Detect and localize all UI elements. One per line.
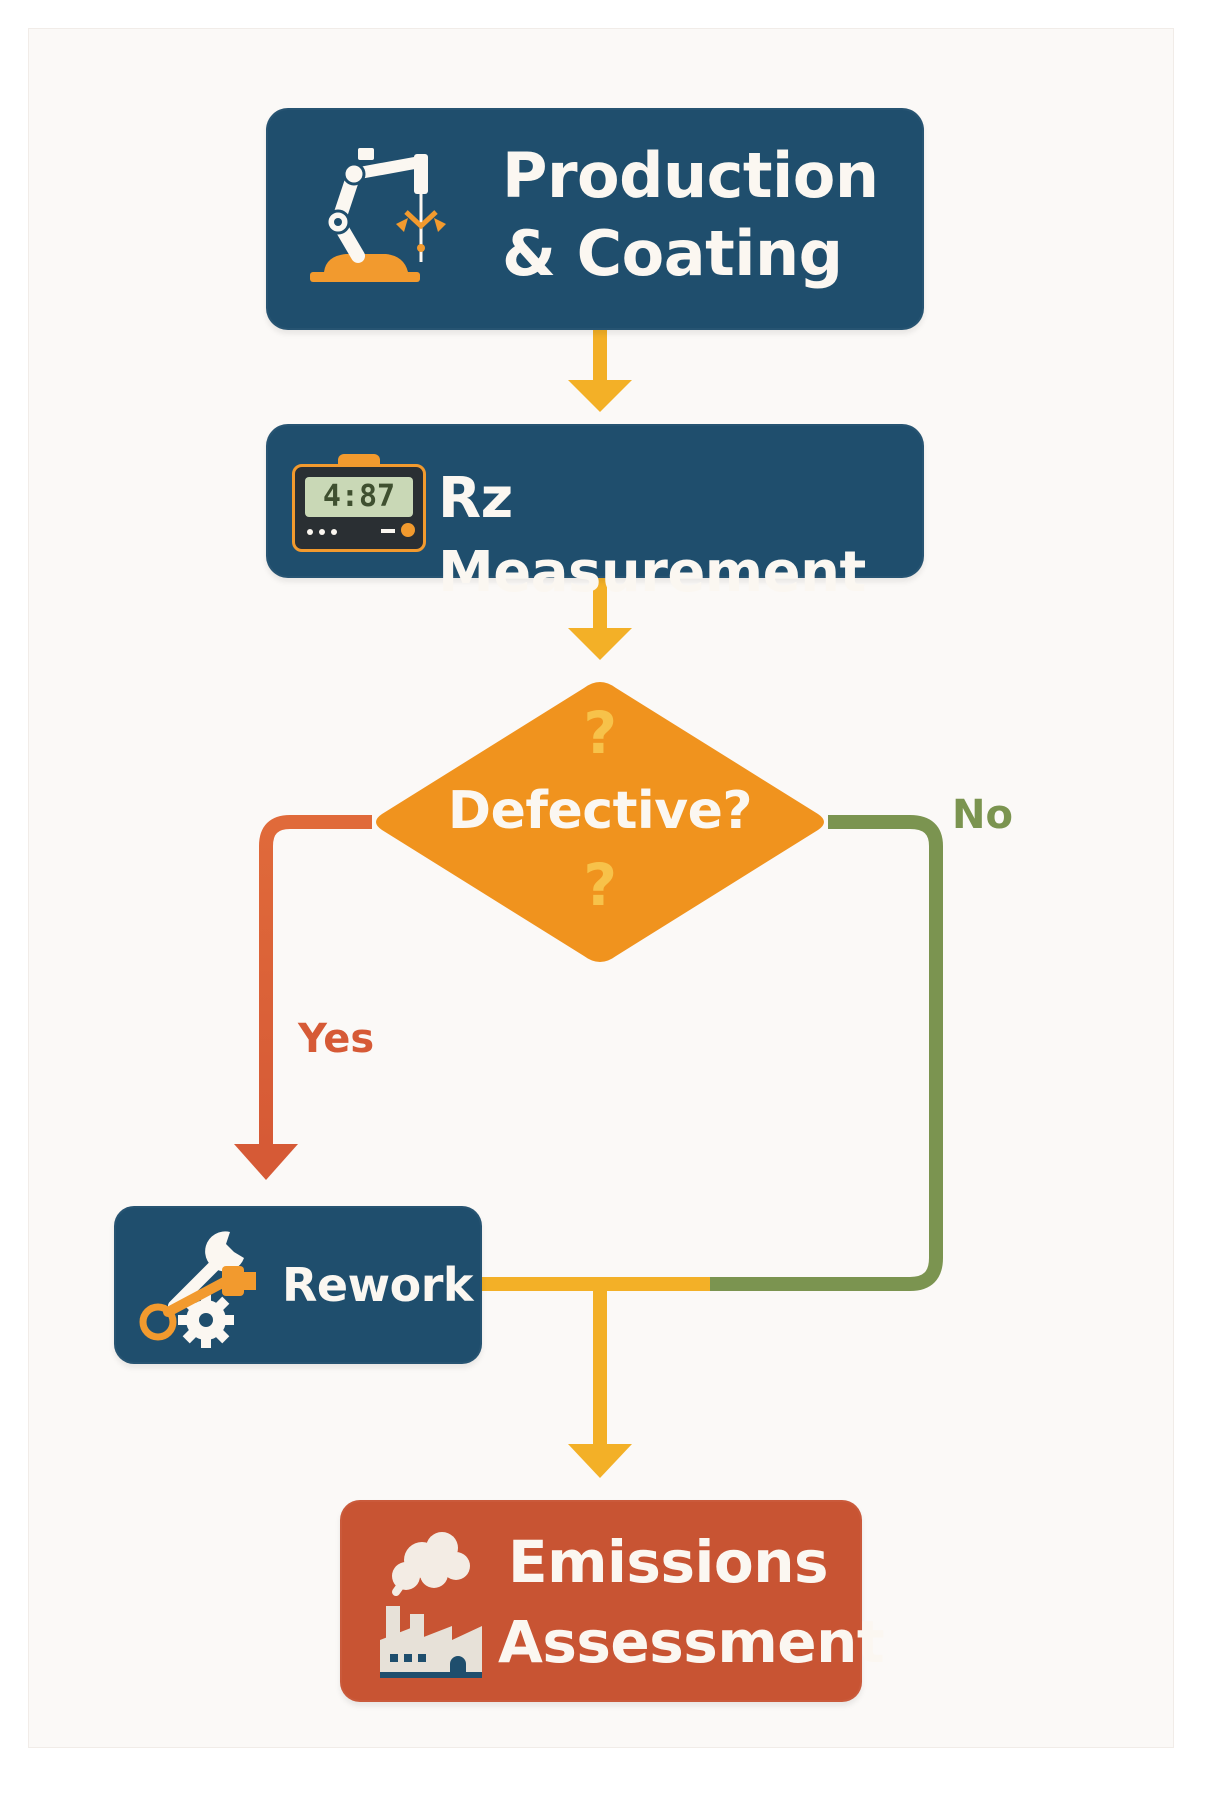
- edge-label-no: No: [952, 792, 1013, 838]
- decision-mark-bottom: ?: [583, 851, 617, 919]
- emissions-label-line2: Assessment: [498, 1608, 885, 1676]
- arrow-merge-to-emissions: [568, 1284, 632, 1478]
- arrow-no-branch: [600, 815, 943, 1291]
- edge-label-yes: Yes: [298, 1016, 375, 1062]
- node-decision-defective: [376, 682, 824, 962]
- node-rework: Rework: [114, 1206, 482, 1364]
- decision-label: Defective?: [447, 781, 753, 841]
- node-production-coating: Production & Coating: [266, 108, 924, 330]
- production-label-line2: & Coating: [502, 217, 843, 290]
- emissions-label-line1: Emissions: [508, 1528, 829, 1596]
- node-rz-measurement: 4:87 Rz Measurement: [266, 424, 924, 605]
- arrow-measurement-to-decision: [568, 578, 632, 660]
- wrench-gear-icon: [139, 1231, 256, 1348]
- production-label-line1: Production: [502, 139, 879, 212]
- robot-arm-icon: [310, 148, 446, 282]
- gauge-display: 4:87: [305, 477, 413, 517]
- arrow-production-to-measurement: [568, 330, 632, 412]
- decision-mark-top: ?: [583, 699, 617, 767]
- digital-gauge-icon: 4:87: [292, 454, 426, 552]
- rework-label: Rework: [282, 1258, 474, 1312]
- arrow-yes-to-rework: [234, 815, 372, 1180]
- factory-smoke-icon: [380, 1532, 482, 1678]
- measurement-label: Rz Measurement: [438, 466, 866, 605]
- node-emissions-assessment: Emissions Assessment: [340, 1500, 885, 1702]
